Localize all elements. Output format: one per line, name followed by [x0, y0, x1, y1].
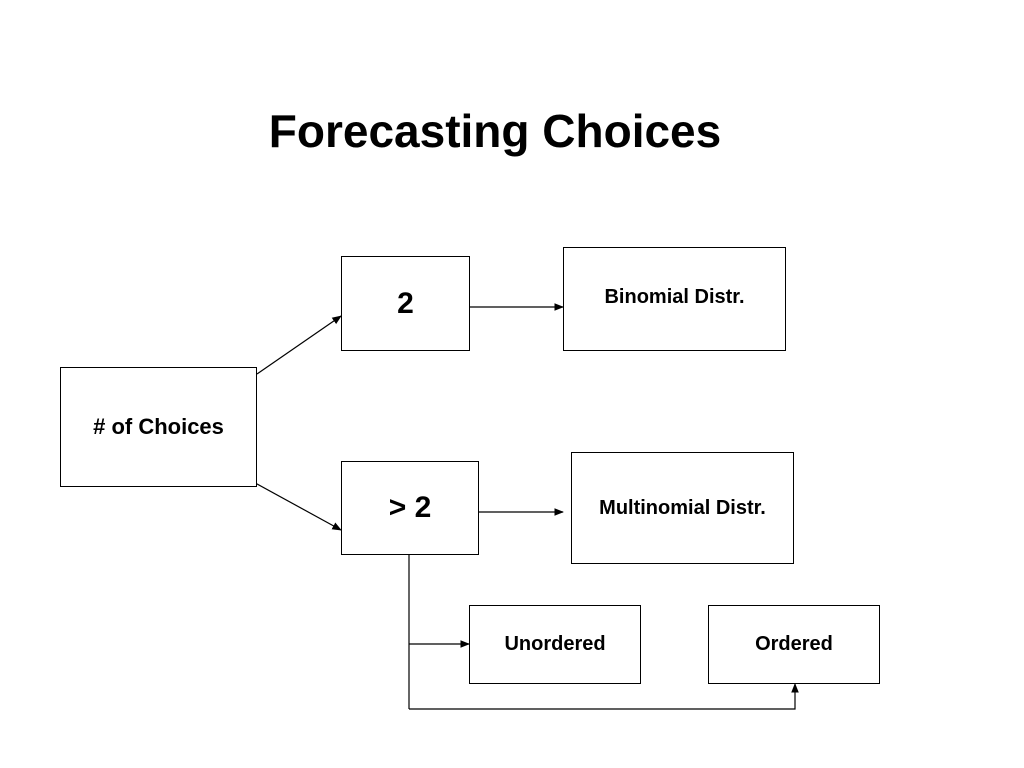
- node-binomial: Binomial Distr.: [563, 247, 786, 351]
- node-two: 2: [341, 256, 470, 351]
- node-multinomial: Multinomial Distr.: [571, 452, 794, 564]
- node-ordered: Ordered: [708, 605, 880, 684]
- arrow-choices-to-more-than-two: [247, 478, 342, 531]
- node-multinomial-label: Multinomial Distr.: [599, 496, 766, 519]
- node-number-of-choices-label: # of Choices: [93, 414, 224, 439]
- arrow-more-than-two-to-ordered: [409, 683, 799, 710]
- node-binomial-label: Binomial Distr.: [604, 286, 745, 308]
- node-unordered-label: Unordered: [504, 633, 606, 655]
- node-ordered-label: Ordered: [755, 633, 833, 655]
- node-more-than-two-label: > 2: [388, 491, 432, 524]
- node-more-than-two: > 2: [341, 461, 479, 555]
- slide-title: Forecasting Choices: [268, 105, 722, 157]
- node-two-label: 2: [397, 286, 414, 320]
- arrow-choices-to-two: [256, 315, 342, 375]
- node-unordered: Unordered: [469, 605, 641, 684]
- node-number-of-choices: # of Choices: [60, 367, 257, 487]
